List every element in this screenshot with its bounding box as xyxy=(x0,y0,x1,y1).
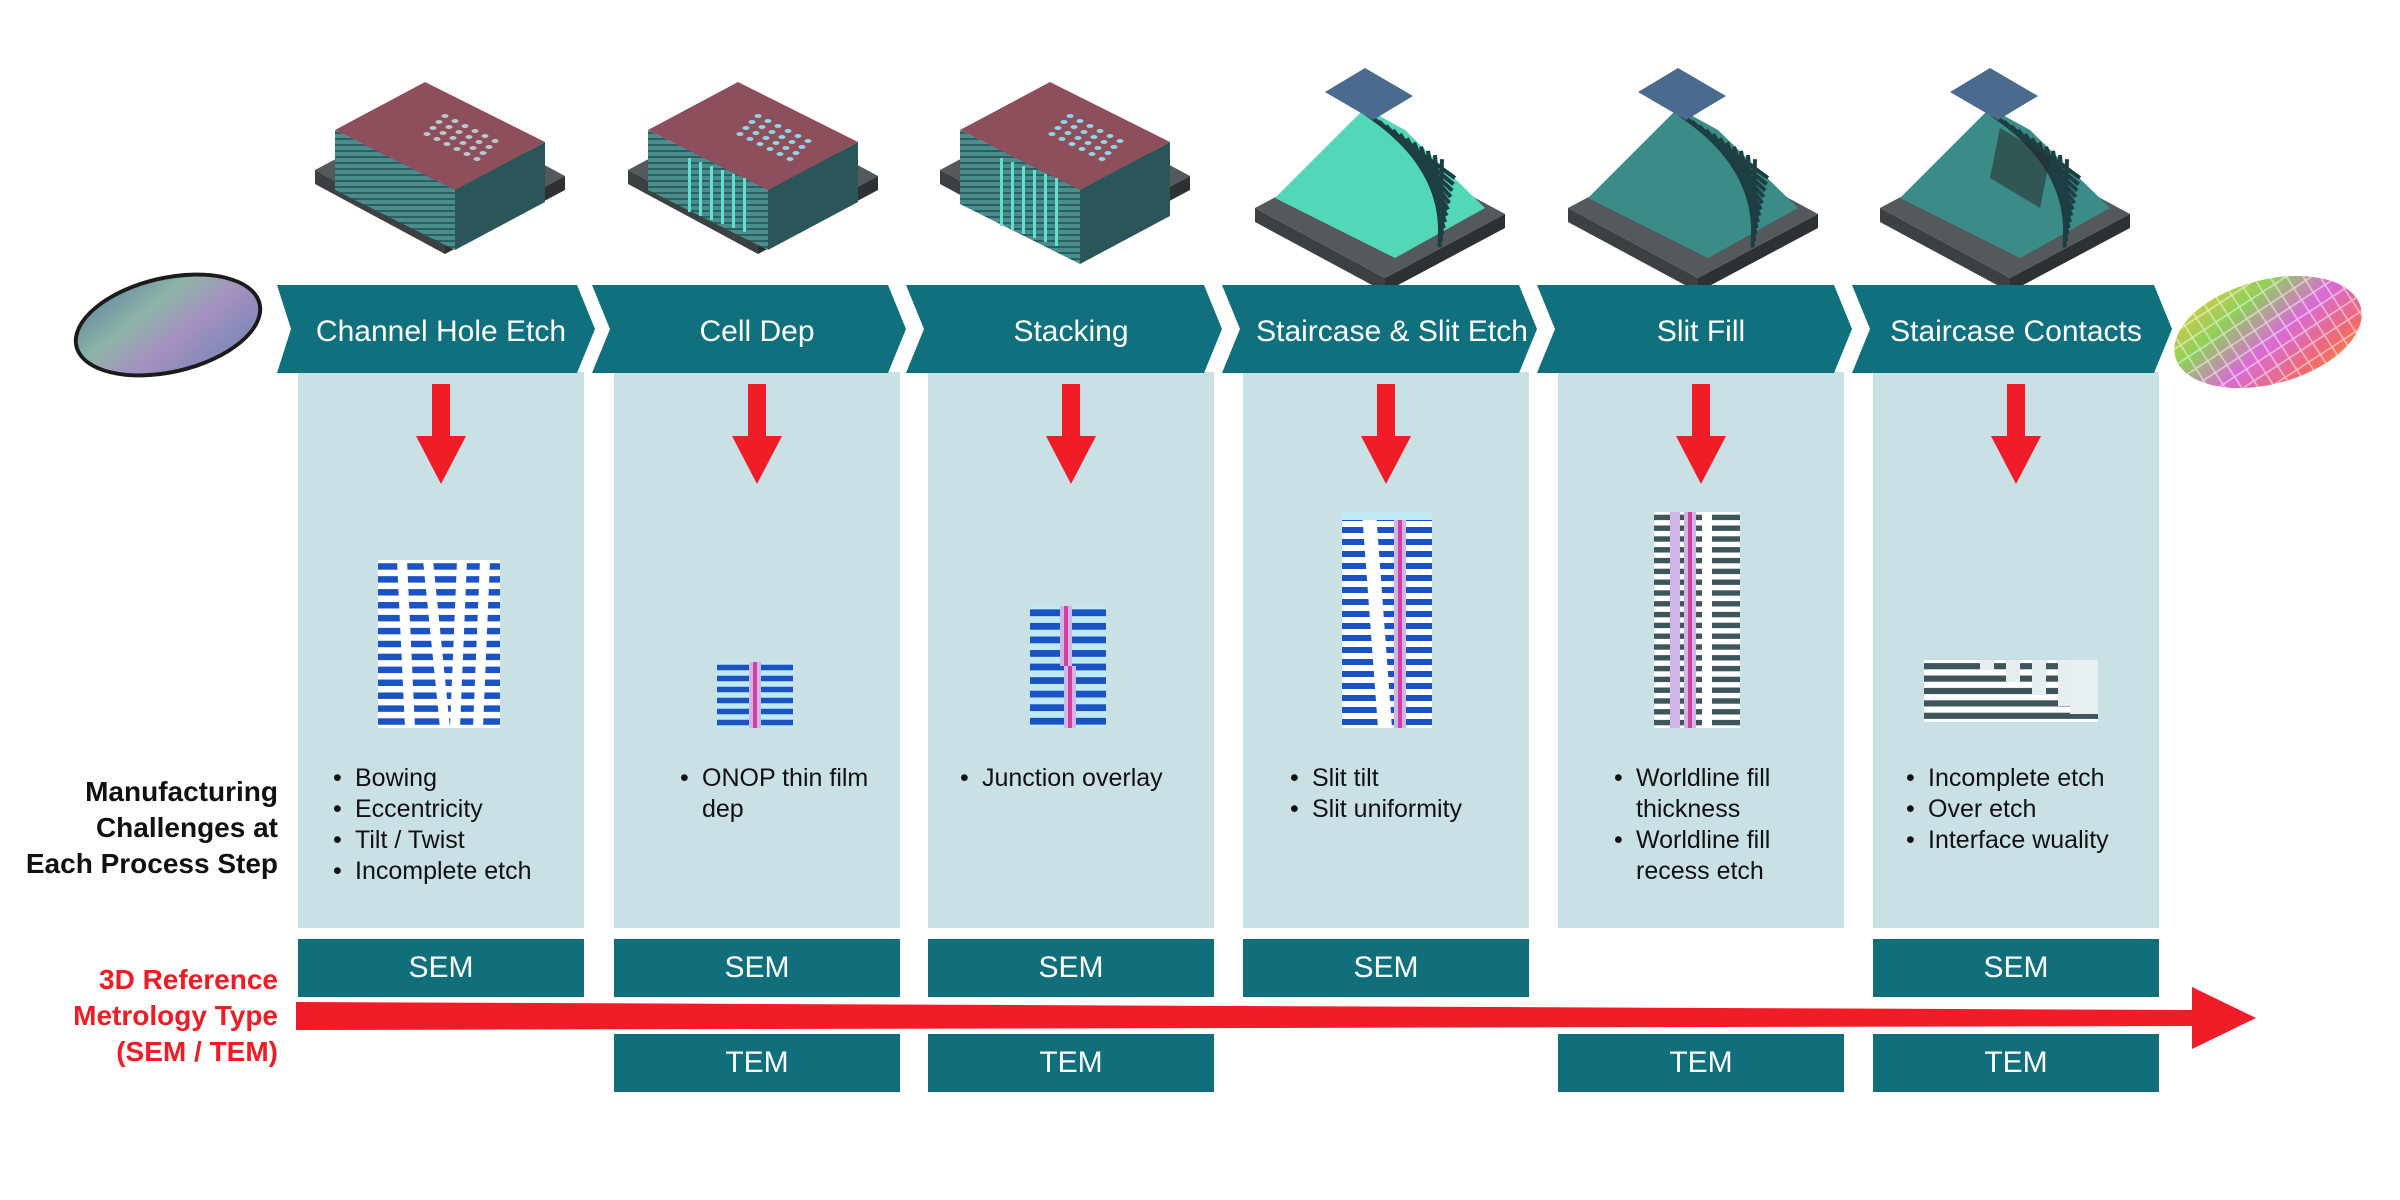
down-arrow-icon xyxy=(732,384,782,484)
challenge-list: Slit tiltSlit uniformity xyxy=(1290,763,1523,825)
step-chevron xyxy=(592,285,906,373)
cross-section-icon xyxy=(1342,512,1432,728)
challenge-item: Incomplete etch xyxy=(333,856,578,887)
down-arrows xyxy=(416,384,2041,484)
cross-section-icon xyxy=(717,662,793,728)
step-title: Cell Dep xyxy=(699,315,814,348)
process-step-chevrons: Channel Hole Etch Cell Dep Stacking Stairca… xyxy=(277,285,2172,373)
tem-badge: TEM xyxy=(1558,1034,1844,1092)
sem-badge: SEM xyxy=(1873,939,2159,997)
challenge-item: Interface wuality xyxy=(1906,825,2153,856)
challenge-list: Incomplete etchOver etchInterface wualit… xyxy=(1906,763,2153,856)
challenge-item: Over etch xyxy=(1906,794,2153,825)
down-arrow-icon xyxy=(1991,384,2041,484)
step-chevron xyxy=(1852,285,2172,373)
sem-badge: SEM xyxy=(614,939,900,997)
3d-block-illustrations xyxy=(315,68,2130,292)
sem-badge: SEM xyxy=(928,939,1214,997)
cross-section-illustrations xyxy=(378,512,2098,728)
cross-section-icon xyxy=(1924,660,2098,722)
challenge-item: Incomplete etch xyxy=(1906,763,2153,794)
3d-nand-block-icon xyxy=(628,82,878,254)
challenge-item: Slit uniformity xyxy=(1290,794,1523,825)
challenge-item: Junction overlay xyxy=(960,763,1208,794)
challenge-item: Slit tilt xyxy=(1290,763,1523,794)
3d-nand-block-icon xyxy=(315,82,565,254)
patterned-wafer-icon xyxy=(73,272,263,378)
down-arrow-icon xyxy=(1046,384,1096,484)
tem-badge: TEM xyxy=(614,1034,900,1092)
3d-nand-block-icon xyxy=(940,82,1190,264)
challenge-list: ONOP thin film dep xyxy=(680,763,894,825)
challenge-list: Junction overlay xyxy=(960,763,1208,794)
step-chevron xyxy=(277,285,595,373)
down-arrow-icon xyxy=(1361,384,1411,484)
cross-section-icon xyxy=(1654,512,1740,728)
step-chevron xyxy=(1537,285,1852,373)
tem-badge: TEM xyxy=(928,1034,1214,1092)
challenge-list: BowingEccentricityTilt / TwistIncomplete… xyxy=(333,763,578,887)
cross-section-icon xyxy=(378,560,500,728)
step-chevron xyxy=(1222,285,1537,373)
tem-badge: TEM xyxy=(1873,1034,2159,1092)
challenge-item: ONOP thin film dep xyxy=(680,763,894,825)
down-arrow-icon xyxy=(416,384,466,484)
step-title: Staircase & Slit Etch xyxy=(1256,315,1528,348)
cross-section-icon xyxy=(1030,606,1106,728)
step-chevron xyxy=(906,285,1222,373)
challenge-item: Eccentricity xyxy=(333,794,578,825)
step-title: Channel Hole Etch xyxy=(316,315,566,348)
3d-nand-block-icon xyxy=(1880,68,2130,292)
challenge-item: Worldline fill recess etch xyxy=(1614,825,1838,887)
step-title: Slit Fill xyxy=(1657,315,1745,348)
step-title: Staircase Contacts xyxy=(1890,315,2142,348)
diced-wafer-icon xyxy=(2174,275,2362,389)
sem-badge: SEM xyxy=(1243,939,1529,997)
challenge-list: Worldline fill thicknessWorldline fill r… xyxy=(1614,763,1838,887)
metrology-row-label: 3D Reference Metrology Type (SEM / TEM) xyxy=(73,964,278,1067)
3d-nand-block-icon xyxy=(1568,68,1818,292)
challenge-item: Bowing xyxy=(333,763,578,794)
challenge-item: Worldline fill thickness xyxy=(1614,763,1838,825)
down-arrow-icon xyxy=(1676,384,1726,484)
challenge-item: Tilt / Twist xyxy=(333,825,578,856)
sem-badge: SEM xyxy=(298,939,584,997)
metrology-timeline-arrow xyxy=(296,987,2256,1049)
challenges-row-label: Manufacturing Challenges at Each Process… xyxy=(25,776,278,879)
step-title: Stacking xyxy=(1013,315,1128,348)
3d-nand-block-icon xyxy=(1255,68,1505,292)
